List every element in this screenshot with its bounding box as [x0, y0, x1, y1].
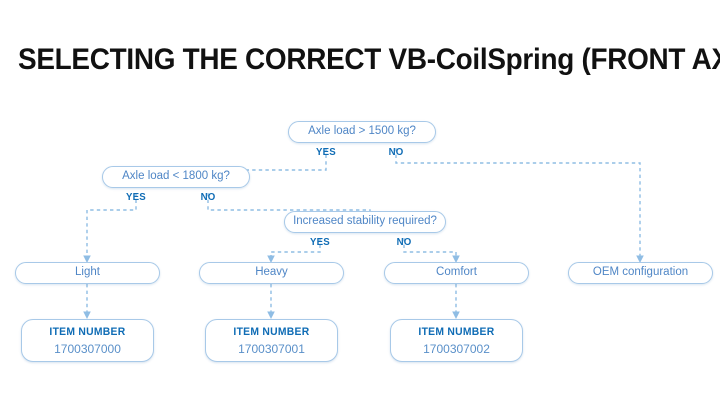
result-label: OEM configuration — [592, 266, 689, 279]
item-number-value: 1700307001 — [238, 341, 305, 356]
item-number-box-comfort[interactable]: ITEM NUMBER 1700307002 — [390, 319, 523, 362]
page-title: SELECTING THE CORRECT VB-CoilSpring (FRO… — [18, 43, 720, 76]
item-number-box-heavy[interactable]: ITEM NUMBER 1700307001 — [205, 319, 338, 362]
decision-node-increased-stability[interactable]: Increased stability required? — [284, 211, 446, 233]
result-node-light[interactable]: Light — [15, 262, 160, 284]
item-number-title: ITEM NUMBER — [418, 325, 495, 338]
branch-label-yes-d3: YES — [310, 236, 330, 248]
branch-label-no-d2: NO — [200, 191, 216, 203]
arrowhead-heavy-item — [267, 311, 275, 319]
wire-d1-no — [395, 148, 641, 256]
branch-label-yes-d1: YES — [316, 146, 336, 158]
result-label: Comfort — [436, 266, 477, 279]
result-node-comfort[interactable]: Comfort — [384, 262, 529, 284]
result-node-oem-configuration[interactable]: OEM configuration — [568, 262, 713, 284]
branch-label-no-d1: NO — [388, 146, 404, 158]
decision-label: Axle load > 1500 kg? — [308, 125, 416, 138]
item-number-box-light[interactable]: ITEM NUMBER 1700307000 — [21, 319, 154, 362]
branch-label-yes-d2: YES — [126, 191, 146, 203]
branch-label-no-d3: NO — [396, 236, 412, 248]
arrowhead-comfort-item — [452, 311, 460, 319]
decision-node-axle-load-1800[interactable]: Axle load < 1800 kg? — [102, 166, 250, 188]
item-number-value: 1700307000 — [54, 341, 121, 356]
item-number-title: ITEM NUMBER — [233, 325, 310, 338]
decision-label: Increased stability required? — [293, 215, 437, 228]
item-number-title: ITEM NUMBER — [49, 325, 126, 338]
decision-label: Axle load < 1800 kg? — [122, 170, 230, 183]
arrowhead-light-item — [83, 311, 91, 319]
decision-node-axle-load-1500[interactable]: Axle load > 1500 kg? — [288, 121, 436, 143]
result-label: Heavy — [255, 266, 288, 279]
result-node-heavy[interactable]: Heavy — [199, 262, 344, 284]
item-number-value: 1700307002 — [423, 341, 490, 356]
result-label: Light — [75, 266, 100, 279]
